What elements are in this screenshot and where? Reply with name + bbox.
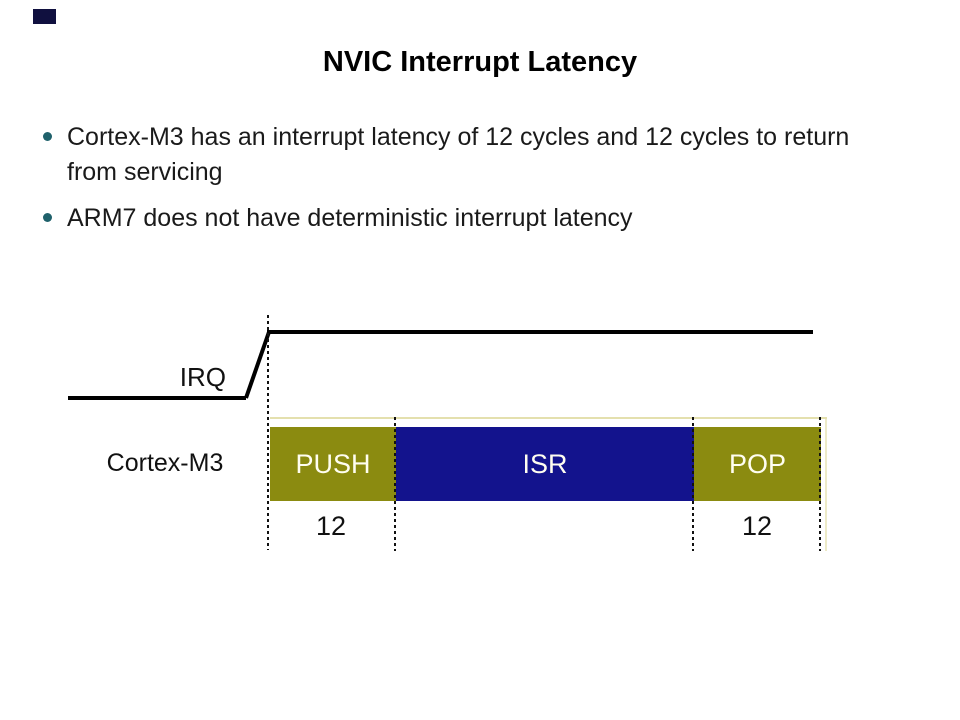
bullet-dot-icon — [43, 132, 52, 141]
artifact-line-vertical — [825, 419, 827, 551]
logo-square — [33, 9, 56, 24]
segment-pop: POP — [694, 427, 821, 501]
pop-cycle-count: 12 — [741, 511, 773, 541]
segment-push-label: PUSH — [295, 448, 371, 479]
bullet-dot-icon — [43, 213, 52, 222]
bullet-item-1: Cortex-M3 has an interrupt latency of 12… — [67, 120, 919, 190]
dashed-guide-pop-end — [819, 417, 821, 551]
push-cycle-count: 12 — [315, 511, 347, 541]
segment-push: PUSH — [270, 427, 396, 501]
bullet-item-1-line-2: from servicing — [67, 158, 223, 186]
bullet-item-2: ARM7 does not have deterministic interru… — [67, 201, 919, 236]
segment-pop-label: POP — [728, 448, 787, 479]
cortex-m3-row-label: Cortex-M3 — [106, 449, 224, 477]
page-title: NVIC Interrupt Latency — [322, 46, 638, 78]
irq-waveform-low — [68, 396, 246, 400]
irq-waveform-high — [267, 330, 813, 334]
irq-signal-label: IRQ — [179, 362, 226, 392]
dashed-guide-isr-end — [692, 417, 694, 551]
bullet-item-2-line-1: ARM7 does not have deterministic interru… — [67, 204, 633, 232]
dashed-guide-irq-assert — [267, 315, 269, 550]
artifact-line-horizontal — [270, 417, 827, 419]
bullet-item-1-line-1: Cortex-M3 has an interrupt latency of 12… — [67, 123, 850, 151]
segment-isr-label: ISR — [522, 448, 568, 479]
dashed-guide-push-end — [394, 417, 396, 551]
segment-isr: ISR — [396, 427, 694, 501]
